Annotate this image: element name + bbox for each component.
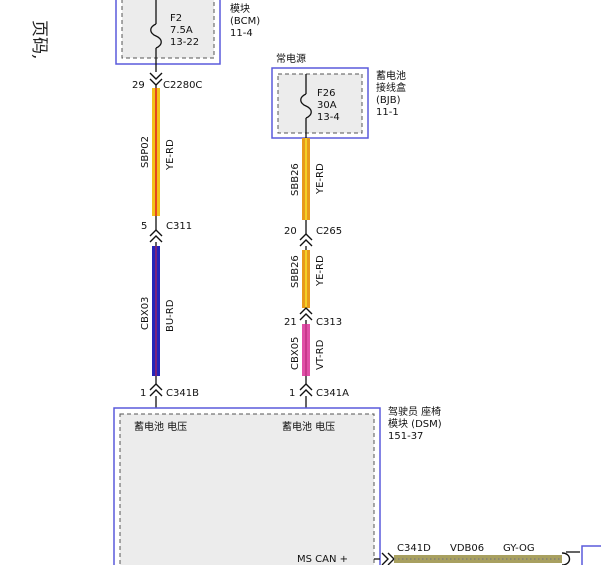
bjb-fuse-icon [300, 93, 312, 119]
bcm-inner-box [121, 0, 215, 59]
bjb-fuse-rating: 30A [317, 100, 337, 111]
bcm-label-line3: 11-4 [230, 28, 253, 39]
bottom-circuit: C341D VDB06 GY-OG [374, 543, 601, 565]
right-wire3-color: VT-RD [315, 339, 326, 370]
bjb-label-line3: (BJB) [376, 95, 401, 106]
left-wire2-color: BU-RD [165, 299, 176, 332]
right-conn1-pin: 20 [284, 226, 297, 237]
left-wire1-id: SBP02 [140, 136, 151, 168]
left-conn1-pin: 29 [132, 80, 145, 91]
left-conn2-name: C311 [166, 221, 192, 232]
bcm-label-line1: 模块 [230, 3, 250, 15]
bjb-label-line1: 蓄电池 [376, 69, 406, 82]
bcm-fuse-icon [150, 23, 162, 49]
bcm-module: F2 7.5A 13-22 模块 (BCM) 11-4 [115, 0, 260, 65]
bjb-fuse-ref: 13-4 [317, 112, 340, 123]
right-conn2-name: C313 [316, 317, 342, 328]
bottom-wire-color: GY-OG [503, 543, 535, 554]
bjb-label-line2: 接线盒 [376, 81, 406, 94]
left-conn3-pin: 1 [140, 388, 146, 399]
right-wire1-color: YE-RD [315, 163, 326, 195]
bottom-connector-icon [381, 552, 395, 565]
bottom-wire-id: VDB06 [450, 543, 484, 554]
right-conn1-name: C265 [316, 226, 342, 237]
left-circuit: 29 C2280C SBP02 YE-RD 5 C311 CBX03 BU-RD… [132, 64, 202, 414]
dsm-label-line3: 151-37 [388, 431, 423, 442]
bottom-splice-icon [561, 552, 571, 565]
bottom-next-box [581, 545, 601, 565]
dsm-module: 蓄电池 电压 蓄电池 电压 驾驶员 座椅 模块 (DSM) 151-37 MS … [113, 405, 442, 565]
dsm-label-line2: 模块 (DSM) [388, 418, 442, 430]
right-connector-1-icon [299, 233, 313, 247]
right-connector-2-icon [299, 307, 313, 321]
right-conn3-name: C341A [316, 388, 349, 399]
dsm-pin-can-label: MS CAN + [297, 554, 348, 565]
bjb-fuse-name: F26 [317, 88, 335, 99]
dsm-pin-left-label: 蓄电池 电压 [134, 420, 187, 433]
left-connector-3-icon [149, 383, 163, 397]
bottom-conn-name: C341D [397, 543, 431, 554]
dsm-inner-box [119, 413, 375, 565]
right-circuit: SBB26 YE-RD 20 C265 SBB26 YE-RD 21 C313 … [284, 138, 349, 414]
right-wire1-id: SBB26 [290, 163, 301, 196]
dsm-label-line1: 驾驶员 座椅 [388, 405, 441, 418]
right-wire3-id: CBX05 [290, 337, 301, 370]
left-connector-2-icon [149, 229, 163, 243]
bcm-label-line2: (BCM) [230, 16, 260, 27]
left-conn2-pin: 5 [141, 221, 147, 232]
bjb-module: 常电源 F26 30A 13-4 蓄电池 接线盒 (BJB) 11-1 [271, 52, 406, 139]
left-conn3-name: C341B [166, 388, 199, 399]
right-conn2-pin: 21 [284, 317, 297, 328]
right-wire2-id: SBB26 [290, 255, 301, 288]
left-wire2-id: CBX03 [140, 297, 151, 330]
bcm-fuse-rating: 7.5A [170, 25, 193, 36]
left-connector-1-icon [149, 72, 163, 86]
bcm-fuse-name: F2 [170, 13, 182, 24]
bjb-header: 常电源 [276, 52, 306, 65]
bjb-label-line4: 11-1 [376, 107, 399, 118]
page-number-note: 页码, [29, 20, 49, 59]
dsm-pin-right-label: 蓄电池 电压 [282, 420, 335, 433]
left-wire1-color: YE-RD [165, 139, 176, 171]
bcm-fuse-ref: 13-22 [170, 37, 199, 48]
right-conn3-pin: 1 [289, 388, 295, 399]
left-conn1-name: C2280C [163, 80, 202, 91]
bjb-inner-box [277, 73, 363, 134]
right-wire2-color: YE-RD [315, 255, 326, 287]
right-connector-3-icon [299, 383, 313, 397]
